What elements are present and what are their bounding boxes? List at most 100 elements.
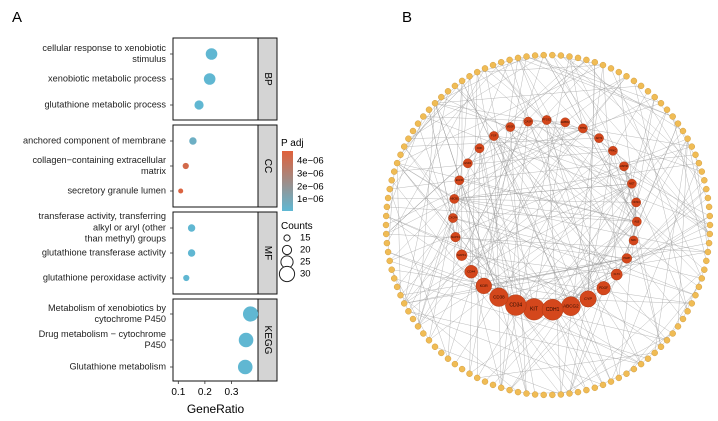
outer-node <box>591 59 598 66</box>
outer-node <box>644 88 652 95</box>
hub-label: HSP90 <box>620 164 629 168</box>
edge <box>552 309 642 365</box>
legend-label: 30 <box>300 269 311 280</box>
term-label: cytochrome P450 <box>95 314 167 324</box>
edge <box>404 71 478 147</box>
outer-node <box>481 378 489 385</box>
edge <box>477 54 544 73</box>
outer-node <box>414 120 422 127</box>
outer-node <box>706 230 713 238</box>
term-label: Glutathione metabolism <box>69 361 166 371</box>
hub-node <box>489 131 499 141</box>
outer-node <box>498 384 505 391</box>
outer-node <box>386 185 393 193</box>
edge <box>471 76 627 272</box>
outer-node <box>630 365 638 373</box>
outer-node <box>615 374 622 382</box>
edge <box>417 255 462 327</box>
term-label: than methyl) groups <box>85 234 167 244</box>
hub-label: CD44 <box>467 270 475 274</box>
hub-label: FLT3 <box>614 272 621 276</box>
outer-node <box>637 82 645 90</box>
hub-label: ABCB1 <box>450 197 459 201</box>
data-point <box>187 224 196 232</box>
edge <box>510 126 527 394</box>
edge <box>552 309 587 391</box>
edge <box>631 183 688 312</box>
edge <box>467 163 472 272</box>
edge <box>394 150 613 172</box>
edge <box>400 258 627 296</box>
term-label: stimulus <box>132 54 166 64</box>
legend-tick-label: 3e−06 <box>297 168 324 179</box>
hub-node <box>462 158 473 169</box>
outer-node <box>498 59 505 66</box>
legend-label: 15 <box>300 233 311 244</box>
outer-node <box>401 143 408 150</box>
hub-label: MAPK3 <box>451 235 460 239</box>
outer-node <box>444 88 452 95</box>
hub-label: SRC <box>631 238 637 242</box>
edge <box>396 162 456 238</box>
hub-label: PTGS2 <box>542 118 551 122</box>
outer-node <box>549 51 556 59</box>
edge <box>517 57 642 365</box>
outer-node <box>679 315 687 323</box>
edge <box>434 102 511 128</box>
edge <box>515 183 633 306</box>
edge <box>389 180 460 190</box>
edge <box>695 154 709 253</box>
x-tick-label: 0.1 <box>171 387 185 398</box>
outer-node <box>623 73 630 80</box>
legend-tick-label: 2e−06 <box>297 181 324 192</box>
outer-node <box>506 56 513 64</box>
edge <box>454 198 572 307</box>
term-label: Drug metabolism − cytochrome <box>39 329 166 339</box>
edge <box>389 189 449 359</box>
edge <box>560 65 604 395</box>
edge <box>391 269 430 341</box>
hub-node <box>448 213 458 223</box>
edge <box>666 278 702 341</box>
hub-label: KIT <box>530 307 539 313</box>
term-label: anchored component of membrane <box>23 135 166 145</box>
edge <box>434 56 527 104</box>
outer-node <box>607 65 615 72</box>
outer-node <box>684 135 691 142</box>
color-bar <box>282 151 293 211</box>
edge <box>467 128 583 164</box>
outer-node <box>706 221 714 229</box>
term-label: glutathione peroxidase activity <box>43 272 166 282</box>
hub-node <box>619 161 629 172</box>
outer-node <box>466 73 473 80</box>
hub-node <box>541 115 552 125</box>
outer-node <box>420 113 427 120</box>
edge <box>528 121 684 320</box>
hub-node <box>621 253 632 264</box>
edge <box>388 197 637 203</box>
term-label: Metabolism of xenobiotics by <box>48 303 166 313</box>
outer-node <box>540 51 547 59</box>
outer-node <box>623 370 630 377</box>
edge <box>626 326 679 374</box>
term-label: alkyl or aryl (other <box>93 222 166 232</box>
outer-node <box>458 77 466 85</box>
outer-node <box>438 349 445 357</box>
hub-label: TP53 <box>580 126 587 130</box>
outer-node <box>692 292 699 299</box>
outer-node <box>444 355 452 362</box>
edge <box>526 56 673 117</box>
outer-node <box>704 194 712 202</box>
hub-node <box>632 216 642 227</box>
edge <box>404 122 566 304</box>
edge <box>569 150 614 394</box>
hub-node <box>474 143 485 154</box>
hub-label: ABCG2 <box>563 303 579 308</box>
hub-node <box>505 122 516 132</box>
data-point <box>178 188 184 194</box>
outer-node <box>405 308 412 315</box>
term-label: matrix <box>141 166 166 176</box>
edge <box>570 138 688 307</box>
